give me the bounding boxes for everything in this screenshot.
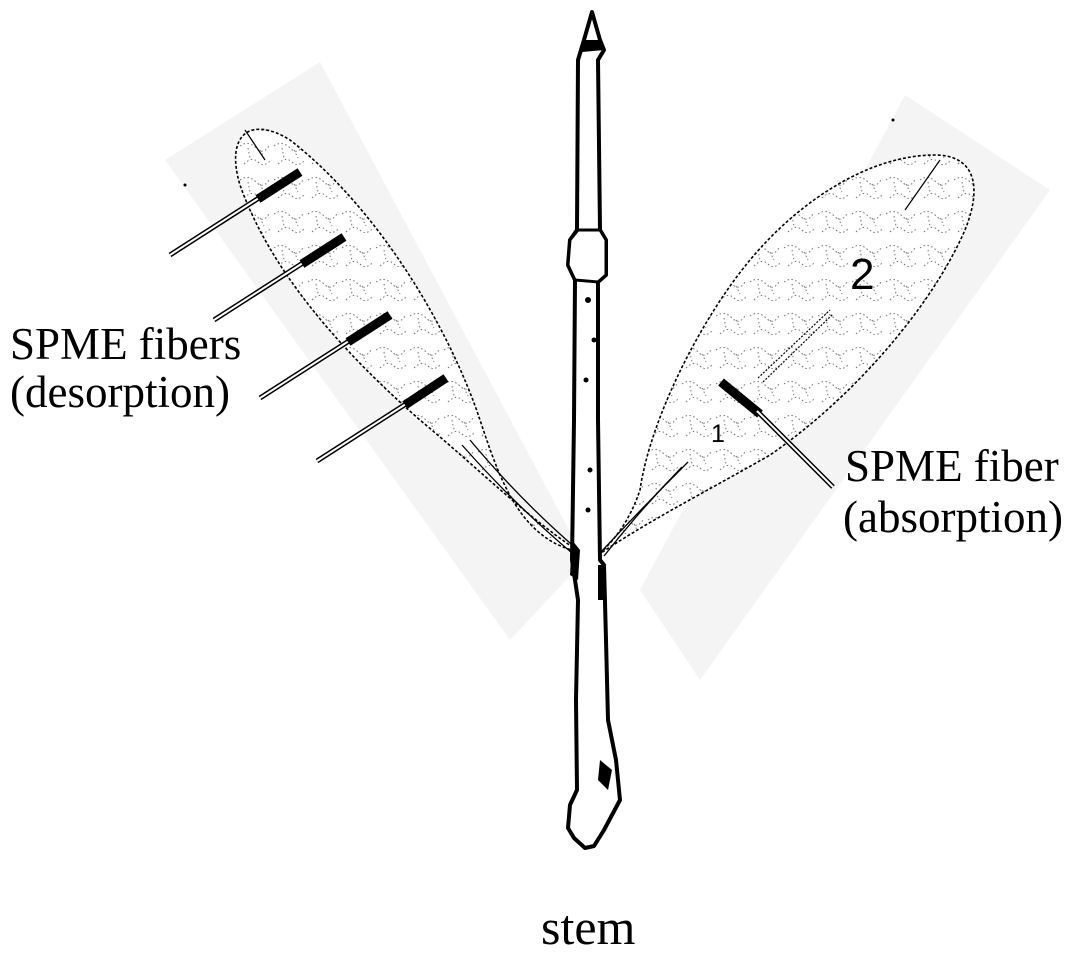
absorption-label-line2: (absorption) <box>843 495 1063 540</box>
desorption-label-line1: SPME fibers <box>10 322 241 367</box>
position-1-label: 1 <box>711 422 725 447</box>
desorption-label-line2: (desorption) <box>10 370 230 415</box>
stem-illustration <box>568 12 620 848</box>
stem-label: stem <box>541 902 635 952</box>
absorption-label-line1: SPME fiber <box>845 444 1059 489</box>
position-2-label: 2 <box>850 253 874 297</box>
